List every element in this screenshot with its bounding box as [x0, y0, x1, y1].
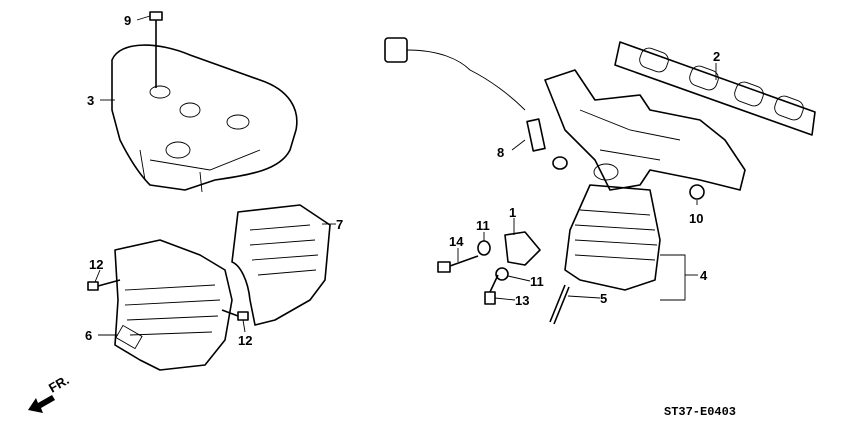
washer-part-11a — [477, 240, 491, 256]
upper-heat-shield-part-3 — [111, 44, 298, 193]
bolt-part-12b — [221, 309, 249, 321]
callout-12b: 12 — [238, 333, 252, 348]
callout-6: 6 — [85, 328, 92, 343]
callout-3: 3 — [87, 93, 94, 108]
callout-13: 13 — [515, 293, 529, 308]
bolt-part-12a — [87, 279, 121, 291]
callout-11a: 11 — [476, 218, 490, 233]
bolt-part-14 — [437, 255, 479, 273]
bolt-part-9 — [149, 11, 163, 88]
catalytic-shield-part-6 — [114, 239, 233, 371]
gasket-part-2 — [614, 41, 816, 136]
callout-1: 1 — [509, 205, 516, 220]
front-label: FR. — [46, 372, 72, 395]
callout-11b: 11 — [530, 274, 544, 289]
callout-9: 9 — [124, 13, 131, 28]
bolt-part-13 — [484, 274, 499, 305]
callout-8: 8 — [497, 145, 504, 160]
nut-part-10 — [689, 184, 705, 200]
diagram-code: ST37-E0403 — [664, 405, 736, 419]
stud-part-5 — [549, 284, 570, 325]
callout-14: 14 — [449, 234, 464, 249]
oxygen-sensor-part-8 — [384, 37, 568, 170]
front-direction-arrow: FR. — [28, 372, 72, 413]
callout-12a: 12 — [89, 257, 103, 272]
leader-lines — [94, 15, 717, 336]
lower-heat-shield-part-7 — [231, 204, 331, 326]
callout-10: 10 — [689, 211, 703, 226]
callout-5: 5 — [600, 291, 607, 306]
stay-part-1 — [504, 231, 541, 266]
washer-part-11b — [495, 267, 509, 281]
callout-7: 7 — [336, 217, 343, 232]
callout-2: 2 — [713, 49, 720, 64]
callout-4: 4 — [700, 268, 708, 283]
catalytic-converter-part-4 — [564, 184, 661, 291]
exhaust-manifold — [544, 69, 746, 191]
